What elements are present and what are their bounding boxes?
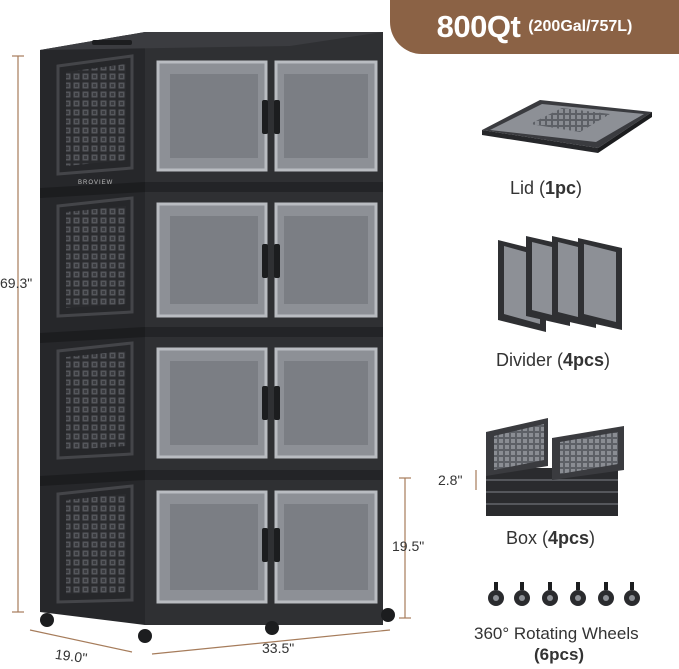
box-illustration [486, 418, 624, 516]
brand-mark: BROVIEW [78, 180, 114, 186]
cabinet-wheels [40, 608, 395, 643]
wheels-count: (6pcs) [534, 645, 585, 664]
box-label: Box (4pcs) [506, 528, 596, 548]
box-height-dimension: 19.5" [392, 538, 425, 554]
layer-height-dimension: 2.8" [438, 472, 463, 488]
capacity-banner: 800Qt (200Gal/757L) [390, 0, 679, 54]
lid-label: Lid (1pc) [510, 178, 583, 198]
width-dimension: 33.5" [262, 640, 295, 656]
lid-illustration [482, 100, 652, 153]
wheels-label: 360° Rotating Wheels [474, 624, 639, 643]
volume-text: (200Gal/757L) [528, 18, 633, 35]
tiers [40, 54, 383, 604]
divider-label: Divider (4pcs) [496, 350, 611, 370]
wheels-illustration [488, 582, 640, 606]
divider-illustration [498, 236, 622, 332]
height-dimension: 69.3" [0, 275, 33, 291]
doors [156, 60, 378, 604]
dimension-lines [12, 55, 477, 655]
capacity-text: 800Qt [436, 9, 521, 44]
